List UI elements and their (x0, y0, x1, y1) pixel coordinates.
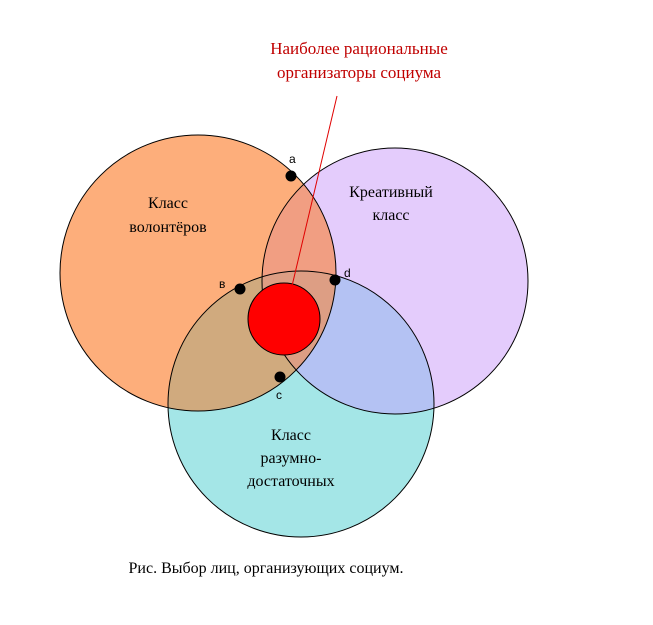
point-b-label: в (219, 277, 225, 291)
volunteers-circle-outline (59, 134, 337, 412)
creative-label-line-2: класс (372, 207, 409, 224)
volunteers-label-line-1: Класс (148, 195, 188, 212)
annotation-line-2: организаторы социума (277, 63, 442, 82)
reasonable-label-line-3: достаточных (247, 473, 334, 490)
annotation-line-1: Наиболее рациональные (270, 39, 448, 58)
point-a-marker (285, 170, 297, 182)
point-b-marker (234, 283, 246, 295)
reasonable-label-line-2: разумно- (261, 450, 322, 467)
reasonable-circle-outline (167, 270, 435, 538)
volunteers-label-line-2: волонтёров (129, 219, 207, 236)
point-d-label: d (344, 266, 351, 280)
point-c-label: c (276, 388, 282, 402)
point-d-marker (329, 274, 341, 286)
reasonable-label-line-1: Класс (271, 427, 311, 444)
creative-circle-outline (261, 147, 529, 415)
figure-caption: Рис. Выбор лиц, организующих социум. (129, 560, 404, 577)
core-circle (247, 282, 321, 356)
point-c-marker (274, 371, 286, 383)
point-a-label: a (289, 152, 296, 166)
pointer-line (291, 95, 338, 287)
creative-label-line-1: Креативный (349, 184, 433, 201)
